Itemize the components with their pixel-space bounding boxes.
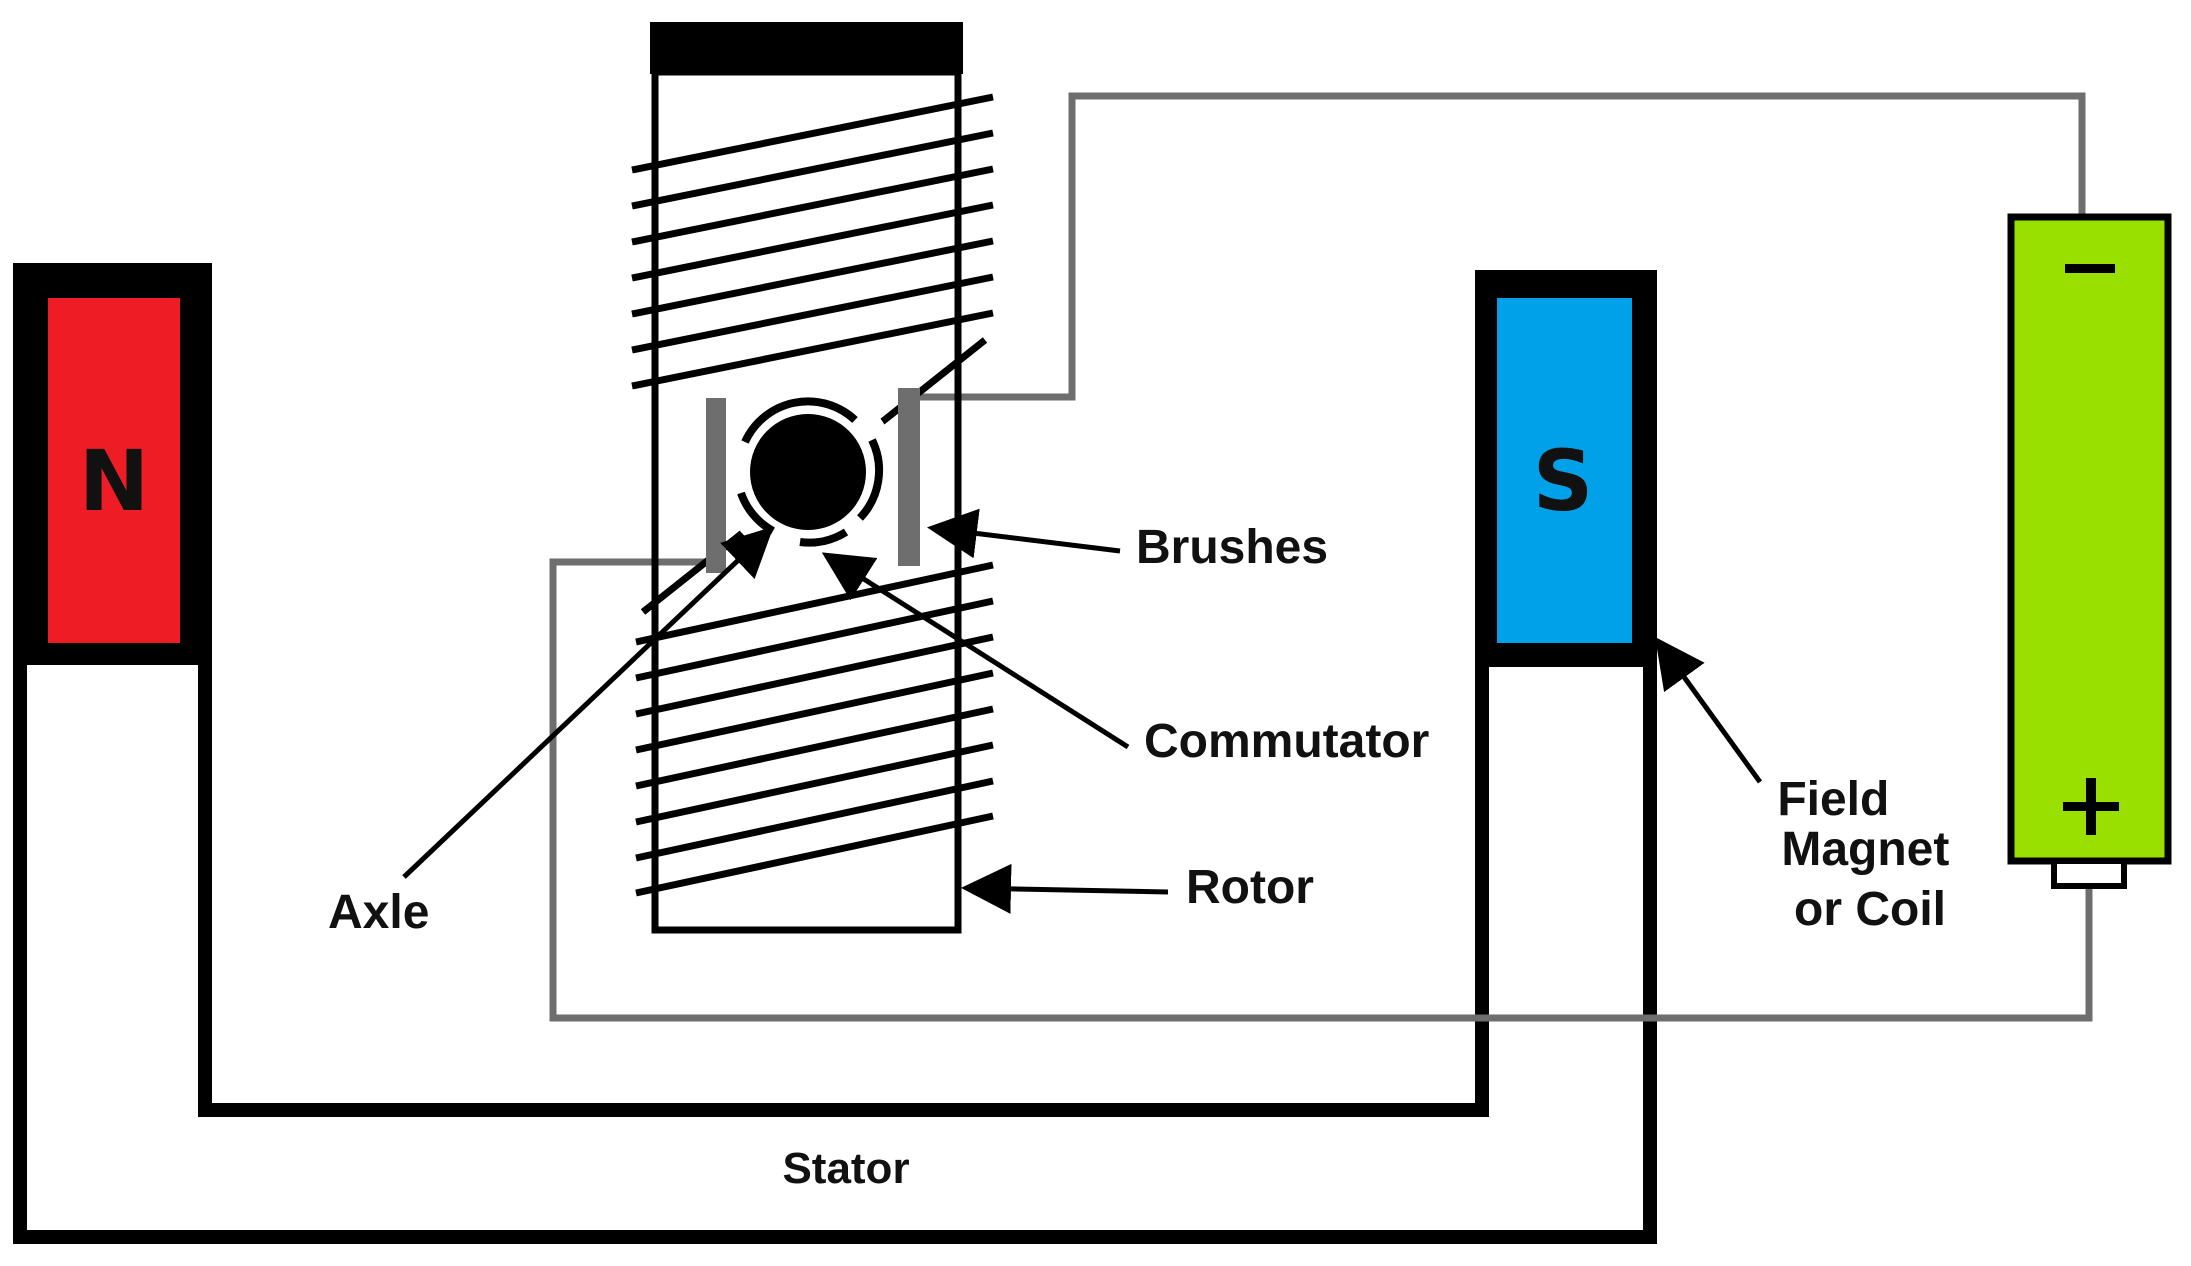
field-magnet-label-line-3: or Coil — [1794, 883, 1946, 936]
rotor — [651, 68, 962, 934]
wire-negative — [910, 92, 2086, 401]
field-magnet-label: Field Magnet or Coil — [1777, 773, 1962, 936]
axle — [750, 414, 866, 530]
commutator-segment-upper — [741, 397, 858, 444]
brush-left — [706, 398, 726, 573]
commutator-segment-lower — [799, 528, 849, 547]
axle-label: Axle — [328, 886, 429, 939]
commutator-label: Commutator — [1144, 715, 1429, 768]
brushes-label: Brushes — [1136, 521, 1328, 574]
south-pole-label: S — [1533, 432, 1594, 530]
battery-terminal — [2051, 858, 2127, 889]
wire-positive — [549, 558, 2093, 1022]
axle-arrow — [402, 526, 774, 879]
rotor-windings — [631, 93, 994, 897]
commutator-segment-right — [857, 438, 884, 521]
field-magnet-label-line-2: Magnet — [1781, 823, 1949, 876]
south-pole — [1497, 298, 1632, 643]
commutator-arrow — [821, 552, 1130, 750]
battery-negative-sign — [2065, 264, 2115, 273]
brushes-arrow — [927, 508, 1121, 559]
battery — [2007, 213, 2172, 865]
stator-label: Stator — [782, 1144, 909, 1193]
north-pole — [48, 298, 180, 643]
brush-right — [898, 388, 920, 566]
rotor-top-bar — [650, 22, 963, 74]
battery-positive-sign — [2063, 778, 2119, 835]
north-pole-label: N — [79, 432, 149, 530]
field-magnet-label-line-1: Field — [1777, 773, 1889, 826]
rotor-label: Rotor — [1186, 861, 1314, 914]
field-magnet-arrow — [1655, 636, 1763, 784]
rotor-arrow — [961, 863, 1169, 914]
